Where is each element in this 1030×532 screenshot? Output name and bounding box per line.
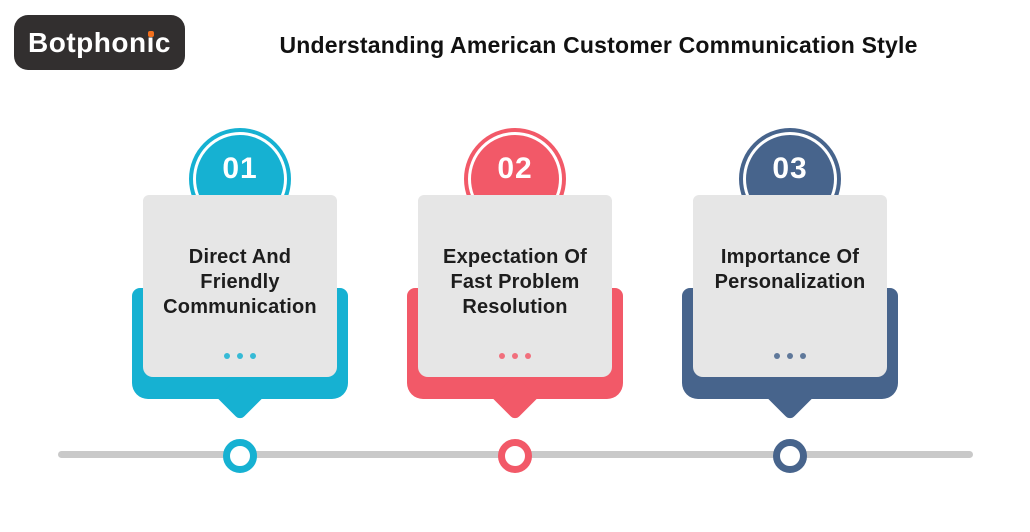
step-label-1: Direct And Friendly Communication — [143, 195, 337, 320]
brand-name-pre: Botphon — [28, 26, 147, 58]
brand-name-post: c — [154, 26, 171, 58]
step-number-3: 03 — [772, 152, 808, 185]
page-title: Understanding American Customer Communic… — [279, 32, 918, 58]
step-label-2-line-2: Fast Problem — [450, 271, 580, 293]
timeline-node-1 — [223, 439, 257, 473]
logo-i-dot-icon — [147, 30, 154, 37]
ellipsis-dots-icon-2 — [418, 353, 612, 359]
step-label-1-line-3: Communication — [163, 296, 317, 318]
step-column-2: 02 Expectation Of Fast Problem Resolutio… — [407, 128, 623, 488]
step-card-3: Importance Of Personalization — [693, 195, 887, 377]
step-column-1: 01 Direct And Friendly Communication — [132, 128, 348, 488]
step-number-2: 02 — [497, 152, 533, 185]
step-card-2: Expectation Of Fast Problem Resolution — [418, 195, 612, 377]
step-label-1-line-2: Friendly — [200, 271, 280, 293]
step-label-2: Expectation Of Fast Problem Resolution — [418, 195, 612, 320]
ellipsis-dots-icon-1 — [143, 353, 337, 359]
step-label-1-line-1: Direct And — [188, 246, 292, 268]
brand-letter-i: ı — [146, 26, 155, 58]
step-label-3-line-1: Importance Of — [720, 246, 860, 268]
step-label-2-line-1: Expectation Of — [443, 246, 587, 268]
step-number-1: 01 — [222, 152, 258, 185]
timeline-node-2 — [498, 439, 532, 473]
step-column-3: 03 Importance Of Personalization — [682, 128, 898, 488]
step-label-3: Importance Of Personalization — [693, 195, 887, 295]
step-label-3-line-2: Personalization — [714, 271, 866, 293]
ellipsis-dots-icon-3 — [693, 353, 887, 359]
step-card-1: Direct And Friendly Communication — [143, 195, 337, 377]
step-label-2-line-3: Resolution — [462, 296, 568, 318]
timeline-node-3 — [773, 439, 807, 473]
